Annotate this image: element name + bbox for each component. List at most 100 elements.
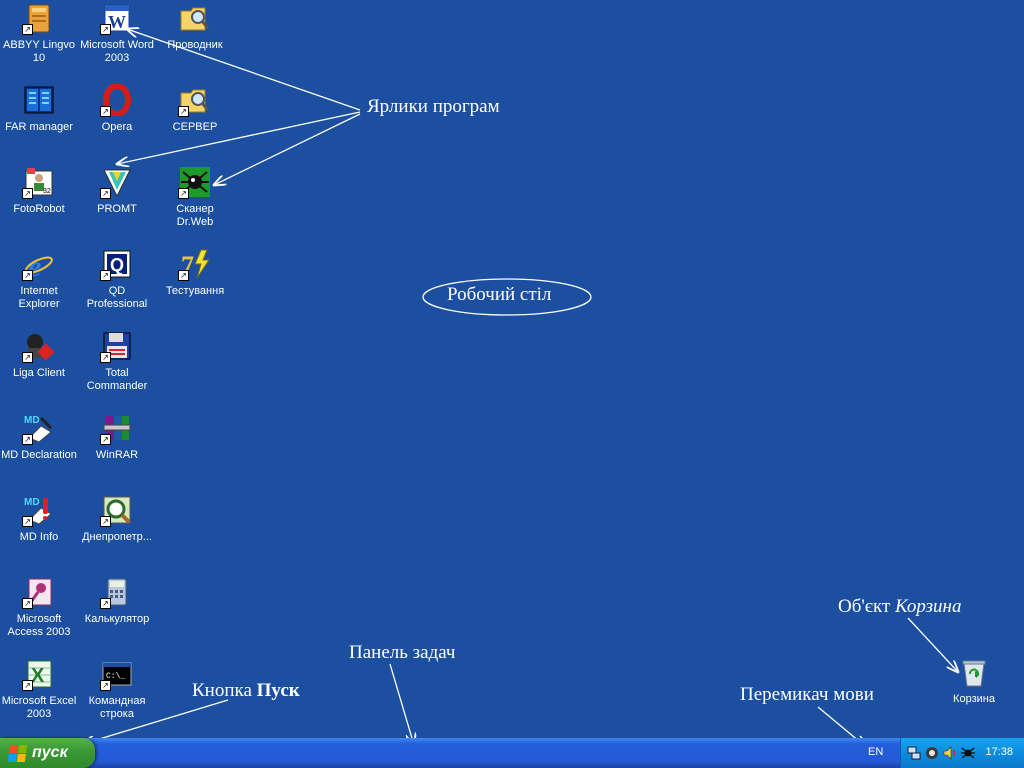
desktop-icon-microsoft-access[interactable]: ↗ Microsoft Access 2003: [0, 576, 78, 646]
icon-label: Microsoft Excel 2003: [1, 695, 77, 720]
taskbar[interactable]: пуск EN 17:38: [0, 738, 1024, 768]
md-info-icon: MD ↗: [22, 494, 55, 527]
annotation-arrows: [0, 0, 1024, 738]
shortcut-arrow-icon: ↗: [100, 598, 111, 609]
clock[interactable]: 17:38: [985, 746, 1013, 758]
desktop-icon-winrar[interactable]: ↗ WinRAR: [78, 412, 156, 482]
server-folder-icon: ↗: [178, 84, 211, 117]
total-commander-icon: ↗: [100, 330, 133, 363]
desktop-icon-explorer[interactable]: Проводник: [156, 2, 234, 72]
abbyy-lingvo-icon: ↗: [22, 2, 55, 35]
shortcut-arrow-icon: ↗: [100, 680, 111, 691]
icon-label: Microsoft Word 2003: [80, 39, 154, 64]
promt-icon: ↗: [100, 166, 133, 199]
svg-text:MD: MD: [24, 497, 40, 508]
shortcut-arrow-icon: ↗: [178, 270, 189, 281]
shortcut-arrow-icon: ↗: [22, 680, 33, 691]
recycle-bin[interactable]: Корзина: [935, 656, 1013, 726]
desktop-icon-dnepropetrovsk-map[interactable]: ↗ Днепропетр...: [78, 494, 156, 564]
desktop-icon-qd-professional[interactable]: Q ↗ QD Professional: [78, 248, 156, 318]
icon-label: Днепропетр...: [82, 531, 152, 543]
icon-label: QD Professional: [86, 285, 148, 310]
annotation-language-switcher: Перемикач мови: [740, 684, 874, 705]
desktop-icon-fotorobot[interactable]: 32 ↗ FotoRobot: [0, 166, 78, 236]
shortcut-arrow-icon: ↗: [22, 24, 33, 35]
map-search-icon: ↗: [100, 494, 133, 527]
shortcut-arrow-icon: ↗: [100, 516, 111, 527]
desktop-icon-promt[interactable]: ↗ PROMT: [78, 166, 156, 236]
liga-client-icon: ↗: [22, 330, 55, 363]
shortcut-arrow-icon: ↗: [100, 270, 111, 281]
internet-explorer-icon: e ↗: [22, 248, 55, 281]
agent-icon[interactable]: [925, 746, 939, 760]
desktop-icon-opera[interactable]: ↗ Opera: [78, 84, 156, 154]
desktop-icon-server[interactable]: ↗ СЕРВЕР: [156, 84, 234, 154]
icon-label: WinRAR: [95, 449, 139, 461]
shortcut-arrow-icon: ↗: [22, 270, 33, 281]
icon-label: Калькулятор: [84, 613, 150, 625]
recycle-bin-icon: [958, 656, 990, 688]
desktop-icon-md-declaration[interactable]: MD ↗ MD Declaration: [0, 412, 78, 482]
desktop-icon-total-commander[interactable]: ↗ Total Commander: [78, 330, 156, 400]
desktop-icon-drweb-scanner[interactable]: ↗ Сканер Dr.Web: [156, 166, 234, 236]
icon-label: Командная строка: [88, 695, 146, 720]
icon-label: MD Info: [19, 531, 59, 543]
shortcut-arrow-icon: ↗: [100, 24, 111, 35]
icon-label: Сканер Dr.Web: [176, 203, 214, 228]
explorer-folder-icon: [179, 2, 211, 34]
volume-icon[interactable]: [943, 746, 957, 760]
desktop-icon-microsoft-word[interactable]: W ↗ Microsoft Word 2003: [78, 2, 156, 72]
annotation-recycle-prefix: Об'єкт: [838, 596, 895, 617]
icon-label: СЕРВЕР: [172, 121, 218, 133]
desktop[interactable]: ↗ ABBYY Lingvo 10 FAR manager 32 ↗ FotoR…: [0, 0, 1024, 738]
icon-label: PROMT: [97, 203, 137, 215]
svg-text:C:\_: C:\_: [106, 672, 125, 681]
shortcut-arrow-icon: ↗: [100, 106, 111, 117]
shortcut-arrow-icon: ↗: [22, 598, 33, 609]
svg-text:W: W: [108, 12, 126, 32]
desktop-icon-md-info[interactable]: MD ↗ MD Info: [0, 494, 78, 564]
shortcut-arrow-icon: ↗: [178, 106, 189, 117]
annotation-taskbar: Панель задач: [349, 642, 456, 663]
network-icon[interactable]: [907, 746, 921, 760]
winrar-icon: ↗: [100, 412, 133, 445]
start-button[interactable]: пуск: [0, 738, 95, 768]
annotation-shortcuts: Ярлики програм: [367, 96, 500, 117]
shortcut-arrow-icon: ↗: [22, 516, 33, 527]
command-prompt-icon: C:\_ ↗: [100, 658, 133, 691]
shortcut-arrow-icon: ↗: [22, 188, 33, 199]
desktop-icon-command-prompt[interactable]: C:\_ ↗ Командная строка: [78, 658, 156, 728]
desktop-icon-testing[interactable]: 7 ↗ Тестування: [156, 248, 234, 318]
desktop-icon-internet-explorer[interactable]: e ↗ Internet Explorer: [0, 248, 78, 318]
drweb-icon: ↗: [178, 166, 211, 199]
svg-text:X: X: [31, 665, 45, 687]
desktop-label-ellipse: [422, 278, 592, 316]
language-switcher[interactable]: EN: [868, 746, 884, 758]
qd-professional-icon: Q ↗: [100, 248, 133, 281]
fotorobot-icon: 32 ↗: [22, 166, 55, 199]
desktop-icon-liga-client[interactable]: ↗ Liga Client: [0, 330, 78, 400]
icon-label: Opera: [101, 121, 133, 133]
icon-label: Тестування: [165, 285, 225, 297]
testing-icon: 7 ↗: [178, 248, 211, 281]
antivirus-spider-icon[interactable]: [961, 746, 975, 760]
desktop-icon-far-manager[interactable]: FAR manager: [0, 84, 78, 154]
shortcut-arrow-icon: ↗: [100, 352, 111, 363]
shortcut-arrow-icon: ↗: [22, 434, 33, 445]
icon-label: Total Commander: [86, 367, 148, 392]
icon-label: Microsoft Access 2003: [7, 613, 71, 638]
shortcut-arrow-icon: ↗: [178, 188, 189, 199]
access-icon: ↗: [22, 576, 55, 609]
desktop-icon-abbyy-lingvo[interactable]: ↗ ABBYY Lingvo 10: [0, 2, 78, 72]
icon-label: FAR manager: [5, 121, 73, 133]
annotation-recycle-bin: Об'єкт Корзина: [838, 596, 961, 618]
shortcut-arrow-icon: ↗: [100, 434, 111, 445]
md-declaration-icon: MD ↗: [22, 412, 55, 445]
desktop-icon-microsoft-excel[interactable]: X ↗ Microsoft Excel 2003: [0, 658, 78, 728]
start-button-label: пуск: [32, 744, 68, 761]
desktop-icon-calculator[interactable]: ↗ Калькулятор: [78, 576, 156, 646]
annotation-start-prefix: Кнопка: [192, 680, 257, 701]
annotation-start-button: Кнопка Пуск: [192, 680, 300, 702]
word-icon: W ↗: [100, 2, 133, 35]
svg-text:Q: Q: [110, 255, 124, 275]
